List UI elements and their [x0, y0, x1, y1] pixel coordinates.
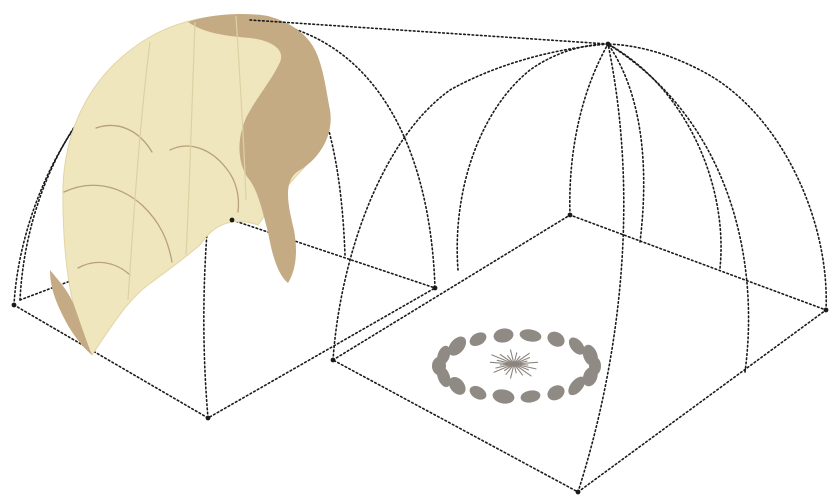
frame-vertex	[568, 213, 573, 218]
frame-vertex	[606, 42, 611, 47]
frame-vertex	[12, 303, 17, 308]
fire-embers	[490, 350, 537, 378]
hearth-stone	[545, 382, 568, 403]
hearth-stone	[467, 330, 489, 349]
hearth-stone	[492, 327, 514, 344]
frame-vertex	[206, 416, 211, 421]
right-front-corner-rib	[333, 44, 608, 360]
right-side-rib-a	[608, 44, 721, 268]
hearth-stone	[467, 383, 489, 402]
hearth-stone	[545, 329, 568, 350]
hearth-stone	[491, 388, 515, 406]
frame-vertex	[230, 218, 235, 223]
right-side-rib-b	[608, 44, 749, 372]
frame-vertex	[433, 286, 438, 291]
right-back-corner-rib	[570, 44, 608, 215]
hearth-stone	[520, 389, 542, 404]
right-front-center-rib	[578, 44, 624, 492]
hearth-stone	[519, 328, 543, 344]
frame-vertex	[824, 308, 829, 313]
hide-covering	[50, 14, 331, 355]
frame-vertex	[331, 358, 336, 363]
frame-vertex	[576, 490, 581, 495]
right-outer-arch	[608, 44, 826, 310]
right-dome-frame	[333, 44, 826, 492]
right-left-arch	[457, 44, 608, 270]
